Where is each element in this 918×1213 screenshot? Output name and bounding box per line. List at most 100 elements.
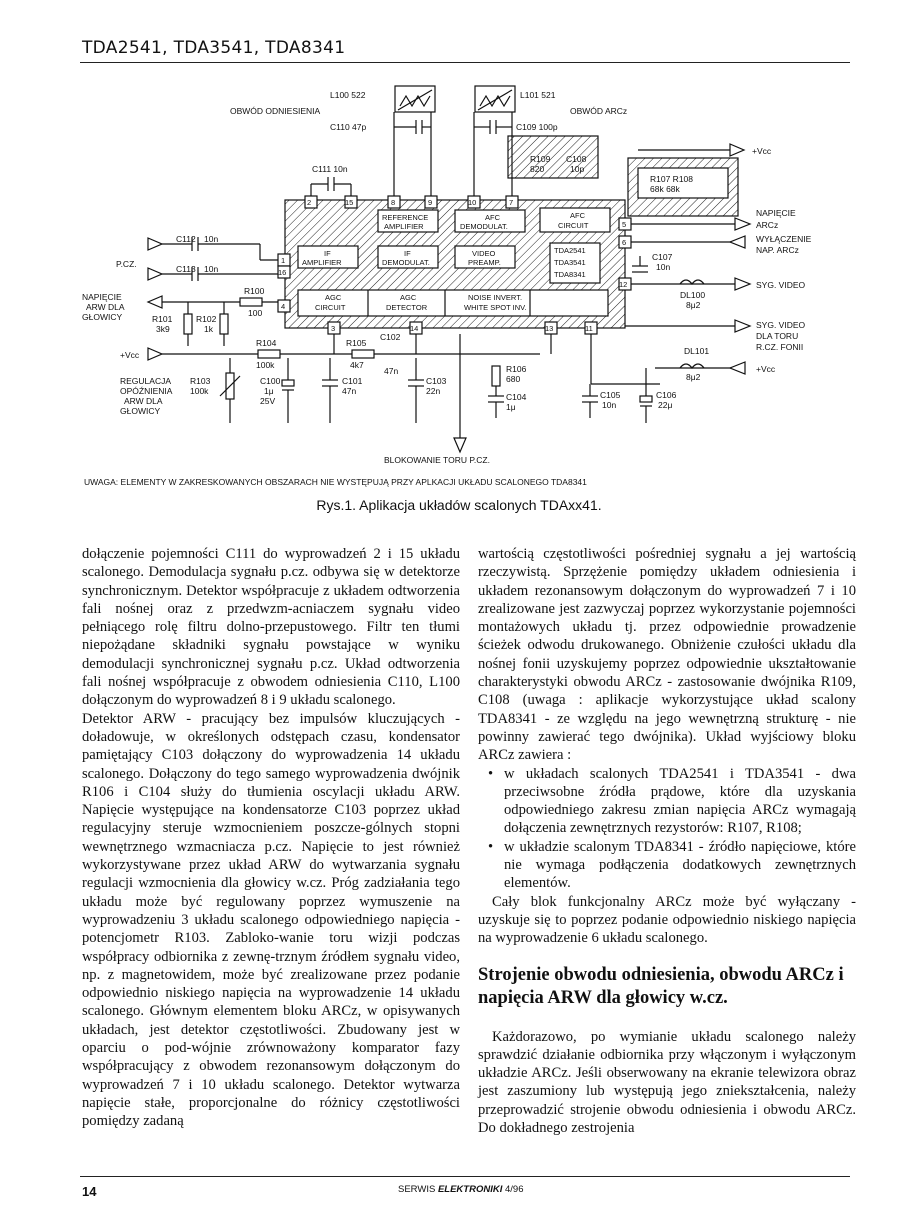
block-if-amp bbox=[297, 245, 359, 269]
circuit-diagram: L100 522 OBWÓD ODNIESIENIA C110 47p L101… bbox=[80, 78, 855, 498]
dl100-label: DL100 bbox=[680, 290, 705, 300]
wylaczenie-label: WYŁĄCZENIE bbox=[756, 234, 812, 244]
r104-value: 100k bbox=[256, 360, 275, 370]
c105-value: 10n bbox=[602, 400, 616, 410]
if-amp-line2: AMPLIFIER bbox=[302, 258, 342, 267]
c101-label: C101 bbox=[342, 376, 363, 386]
if-dem-line1: IF bbox=[404, 249, 411, 258]
pin-2: 2 bbox=[307, 198, 311, 207]
c101-value: 47n bbox=[342, 386, 356, 396]
pin-9: 9 bbox=[428, 198, 432, 207]
c107-value: 10n bbox=[656, 262, 670, 272]
c108-value: 10p bbox=[570, 164, 584, 174]
magazine-name: ELEKTRONIKI bbox=[437, 1184, 503, 1195]
pin-11: 11 bbox=[585, 324, 593, 333]
pin-7: 7 bbox=[509, 198, 513, 207]
left-paragraph-1: dołączenie pojemności C111 do wyprowadze… bbox=[82, 546, 460, 709]
rcz-fonii-label: R.CZ. FONII bbox=[756, 342, 803, 352]
r102-label: R102 bbox=[196, 314, 217, 324]
running-header: TDA2541, TDA3541, TDA8341 bbox=[82, 38, 346, 58]
header-rule bbox=[80, 62, 850, 63]
agc-circuit-line2: CIRCUIT bbox=[315, 303, 346, 312]
afc-circuit-line2: CIRCUIT bbox=[558, 221, 589, 230]
agc-detector-line1: AGC bbox=[400, 293, 417, 302]
c100-value-1: 1μ bbox=[264, 386, 274, 396]
pin-14: 14 bbox=[410, 324, 418, 333]
c113-value: 10n bbox=[204, 264, 218, 274]
c112-label: C112 bbox=[176, 234, 196, 244]
pin-15: 15 bbox=[345, 198, 353, 207]
nap-arw-label-2: ARW DLA bbox=[86, 302, 125, 312]
ic-name-3: TDA8341 bbox=[554, 270, 586, 279]
c107-label: C107 bbox=[652, 252, 673, 262]
c100-label: C100 bbox=[260, 376, 281, 386]
r109-value: 820 bbox=[530, 164, 544, 174]
vcc-left-label: +Vcc bbox=[120, 350, 140, 360]
right-paragraph-1: wartością częstotliwości pośredniej sygn… bbox=[478, 546, 856, 764]
r107-value: 68k 68k bbox=[650, 184, 681, 194]
arcz-output-list: w układach scalonych TDA2541 i TDA3541 -… bbox=[478, 765, 856, 893]
left-paragraph-2: Detektor ARW - pracujący bez impulsów kl… bbox=[82, 710, 460, 1130]
right-paragraph-3: Każdorazowo, po wymianie układu scaloneg… bbox=[478, 1028, 856, 1137]
r106-value: 680 bbox=[506, 374, 520, 384]
noise-line2: WHITE SPOT INV. bbox=[464, 303, 527, 312]
nap-arw-label-3: GŁOWICY bbox=[82, 312, 122, 322]
r103-label: R103 bbox=[190, 376, 211, 386]
reg-label-4: GŁOWICY bbox=[120, 406, 160, 416]
dla-toru-label: DLA TORU bbox=[756, 331, 798, 341]
dl101-label: DL101 bbox=[684, 346, 709, 356]
r105-label: R105 bbox=[346, 338, 367, 348]
pin-16: 16 bbox=[278, 268, 286, 277]
block-afc-circuit bbox=[539, 207, 611, 233]
r100-value: 100 bbox=[248, 308, 262, 318]
r100-label: R100 bbox=[244, 286, 265, 296]
vcc-right-label: +Vcc bbox=[756, 364, 776, 374]
r106-label: R106 bbox=[506, 364, 527, 374]
c104-label: C104 bbox=[506, 392, 527, 402]
c112-value: 10n bbox=[204, 234, 218, 244]
pcz-label: P.CZ. bbox=[116, 259, 137, 269]
arcz-label: ARCz bbox=[756, 220, 778, 230]
if-dem-line2: DEMODULAT. bbox=[382, 258, 430, 267]
c102-value: 47n bbox=[384, 366, 398, 376]
pin-12: 12 bbox=[619, 280, 627, 289]
right-column: wartością częstotliwości pośredniej sygn… bbox=[478, 545, 856, 1137]
vcc-top-label: +Vcc bbox=[752, 146, 772, 156]
pin-1: 1 bbox=[281, 256, 285, 265]
nap-arcz-label: NAP. ARCz bbox=[756, 245, 799, 255]
figure-caption: Rys.1. Aplikacja układów scalonych TDAxx… bbox=[316, 497, 602, 513]
r107-label: R107 R108 bbox=[650, 174, 693, 184]
ic-name-2: TDA3541 bbox=[554, 258, 586, 267]
section-heading: Strojenie obwodu odniesienia, obwodu ARC… bbox=[478, 964, 844, 1008]
c104-value: 1μ bbox=[506, 402, 516, 412]
c113-label: C113 bbox=[176, 264, 196, 274]
l101-label: L101 521 bbox=[520, 90, 556, 100]
block-video-preamp bbox=[454, 245, 516, 269]
c106-label: C106 bbox=[656, 390, 677, 400]
r104-label: R104 bbox=[256, 338, 277, 348]
dl101-value: 8μ2 bbox=[686, 372, 701, 382]
left-column: dołączenie pojemności C111 do wyprowadze… bbox=[82, 545, 460, 1131]
l100-label: L100 522 bbox=[330, 90, 366, 100]
magazine-issue: 4/96 bbox=[504, 1184, 524, 1195]
c110-label: C110 47p bbox=[330, 122, 367, 132]
uwaga-note: UWAGA: ELEMENTY W ZAKRESKOWANYCH OBSZARA… bbox=[84, 477, 587, 487]
c102-label: C102 bbox=[380, 332, 401, 342]
agc-detector-line2: DETECTOR bbox=[386, 303, 428, 312]
ic-name-1: TDA2541 bbox=[554, 246, 586, 255]
napiecie-arcz-label: NAPIĘCIE bbox=[756, 208, 796, 218]
agc-circuit-line1: AGC bbox=[325, 293, 342, 302]
pin-4: 4 bbox=[281, 302, 285, 311]
r105-value: 4k7 bbox=[350, 360, 364, 370]
block-afc-demod bbox=[454, 209, 526, 233]
r101-value: 3k9 bbox=[156, 324, 170, 334]
c111-label: C111 10n bbox=[312, 164, 348, 174]
c100-value-2: 25V bbox=[260, 396, 275, 406]
ref-amp-line1: REFERENCE bbox=[382, 213, 428, 222]
r102-value: 1k bbox=[204, 324, 214, 334]
afc-circuit-line1: AFC bbox=[570, 211, 586, 220]
pin-3: 3 bbox=[331, 324, 335, 333]
video-preamp-line2: PREAMP. bbox=[468, 258, 501, 267]
r101-label: R101 bbox=[152, 314, 173, 324]
reg-label-2: OPÓŹNIENIA bbox=[120, 386, 173, 396]
